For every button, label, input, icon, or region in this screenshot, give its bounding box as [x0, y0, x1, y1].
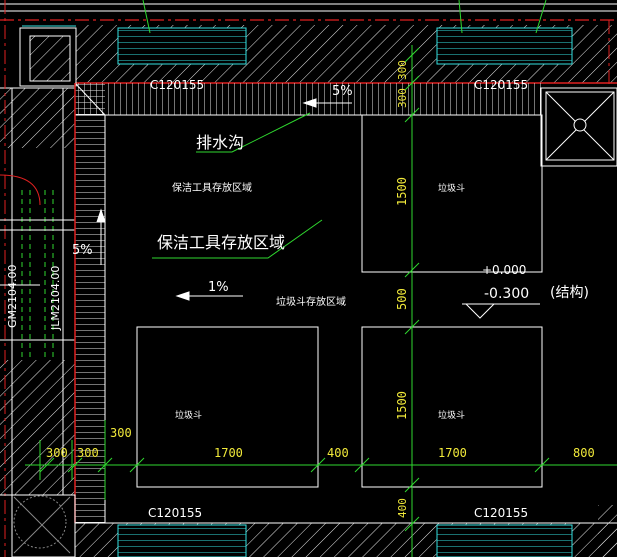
door-code-gm: GM2104.00 — [6, 264, 19, 328]
left-wall — [0, 0, 76, 557]
slope-top: 5% — [332, 84, 353, 99]
code-top-right: C120155 — [474, 78, 528, 92]
top-wall — [0, 0, 617, 84]
bin-label-2: 垃圾斗 — [438, 409, 465, 421]
cleaning-tools-area-small-label: 保洁工具存放区域 — [172, 181, 252, 194]
bin-label-3: 垃圾斗 — [175, 409, 202, 421]
dim-h-300-b: 300 — [77, 446, 99, 460]
slope-arrow-left-icon — [96, 208, 106, 223]
drain-ditch-top — [74, 82, 541, 116]
bin-enclosure-bottom-left — [136, 326, 319, 488]
code-bottom-left: C120155 — [148, 506, 202, 520]
door-code-jlm: JLM2104.00 — [49, 266, 62, 331]
dim-v-top: 300 — [396, 60, 409, 80]
bottom-left-column — [11, 494, 76, 557]
bottom-wall — [0, 494, 617, 557]
elevation-plus: +0.000 — [482, 263, 526, 277]
slope-arrow-top-icon — [302, 98, 317, 108]
slope-left: 5% — [72, 243, 93, 258]
dim-v-bottom: 400 — [396, 498, 409, 518]
bin-label-1: 垃圾斗 — [438, 182, 465, 194]
dim-v-mid-top: 300 — [396, 88, 409, 108]
dim-v-1500-top: 1500 — [395, 177, 409, 206]
column-top-left — [19, 25, 77, 87]
dimension-lines — [25, 45, 617, 557]
dim-v-500: 500 — [395, 288, 409, 310]
cleaning-tools-area-label: 保洁工具存放区域 — [157, 233, 285, 252]
dim-v-1500-bottom: 1500 — [395, 391, 409, 420]
dim-h-800: 800 — [573, 446, 595, 460]
bin-enclosure-bottom-right — [361, 326, 543, 488]
elevation-minus: -0.300 — [484, 286, 529, 302]
dim-h-400: 400 — [327, 446, 349, 460]
slope-arrow-middle-icon — [175, 291, 190, 301]
drain-ditch-label: 排水沟 — [196, 133, 244, 152]
code-bottom-right: C120155 — [474, 506, 528, 520]
slope-arrows — [96, 98, 352, 301]
dim-h-1700-a: 1700 — [214, 446, 243, 460]
code-top-left: C120155 — [150, 78, 204, 92]
bin-storage-area-label: 垃圾斗存放区域 — [276, 295, 346, 308]
elevation-marker — [462, 303, 540, 319]
dim-h-300-c: 300 — [110, 426, 132, 440]
dim-h-300-a: 300 — [46, 446, 68, 460]
slope-middle: 1% — [208, 280, 229, 295]
shaft-top-right — [540, 87, 617, 167]
bin-enclosure-top-right — [361, 114, 543, 273]
structure-note: (结构) — [550, 285, 589, 301]
dim-h-1700-b: 1700 — [438, 446, 467, 460]
leader-lines — [152, 112, 323, 259]
